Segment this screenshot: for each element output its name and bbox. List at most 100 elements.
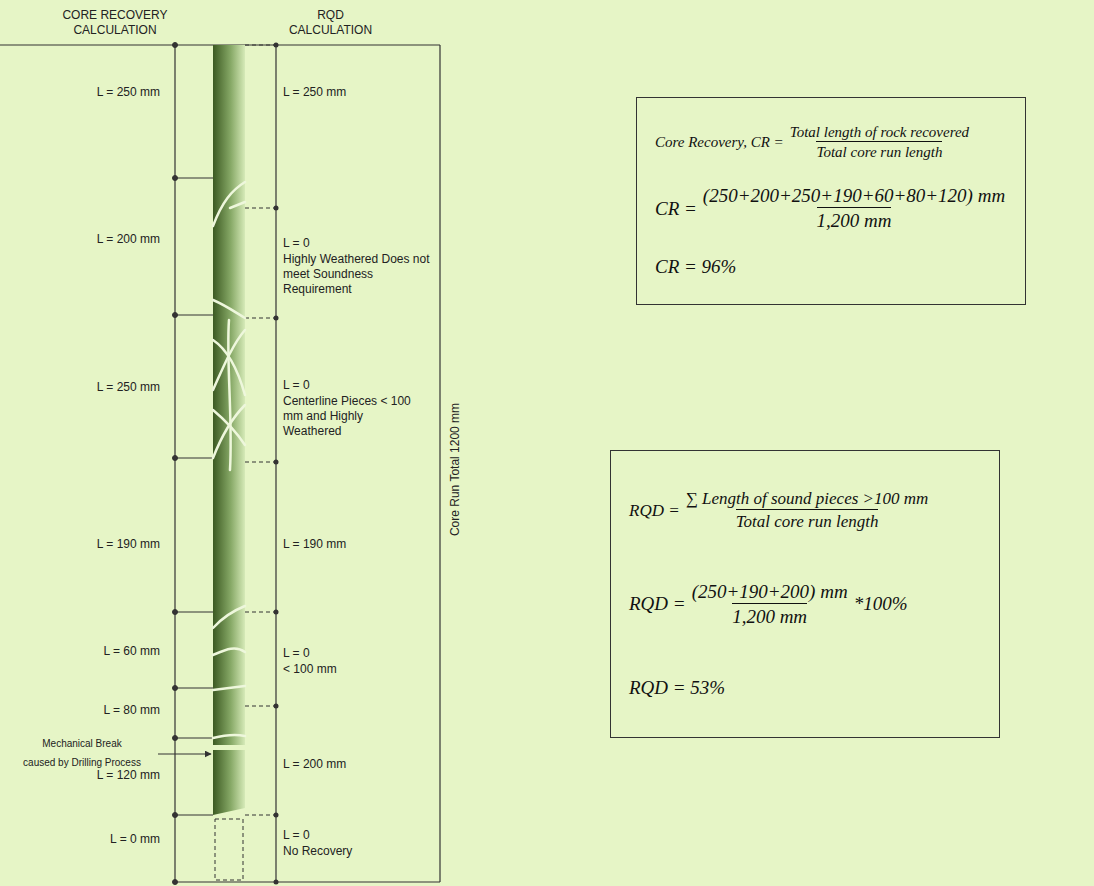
fracture	[228, 320, 231, 470]
formula-row: CR = (250+200+250+190+60+80+120) mm1,200 …	[655, 185, 1007, 232]
fracture	[213, 606, 245, 628]
tick	[175, 315, 213, 316]
formula-row: RQD = (250+190+200) mm1,200 mm *100%	[629, 581, 981, 628]
tick	[175, 178, 213, 179]
fraction: (250+190+200) mm1,200 mm	[692, 581, 848, 628]
formula-row: CR = 96%	[655, 256, 1007, 278]
formula-text: Total core run length	[816, 141, 942, 161]
fracture	[213, 300, 245, 318]
tick	[175, 612, 213, 613]
dot	[173, 686, 178, 691]
segment-label: L = 0	[283, 236, 433, 251]
dot	[274, 704, 279, 709]
formula-text: *100%	[854, 593, 908, 615]
dot	[173, 43, 178, 48]
formula-text: RQD =	[629, 501, 680, 521]
dot	[274, 880, 279, 885]
dot	[274, 206, 279, 211]
segment-label: L = 250 mm	[20, 380, 160, 395]
segment-label: Centerline Pieces < 100 mm and Highly We…	[283, 394, 418, 439]
segment-label: No Recovery	[283, 844, 433, 859]
tick	[245, 706, 276, 707]
segment-label: L = 0	[283, 646, 433, 661]
tick	[245, 462, 276, 463]
frame-lines	[0, 45, 440, 882]
bottom-line	[175, 881, 440, 882]
formula-text: CR =	[655, 198, 697, 220]
segment-label: L = 200 mm	[283, 757, 433, 772]
tick	[245, 815, 276, 816]
segment-label: L = 200 mm	[20, 232, 160, 247]
rock-core	[212, 45, 246, 880]
formula-text: RQD =	[629, 593, 686, 615]
formula-row: RQD = 53%	[629, 677, 981, 699]
recovery-scale-line	[174, 45, 175, 882]
dot	[173, 736, 178, 741]
column-heading: CORE RECOVERY CALCULATION	[55, 8, 175, 38]
fracture	[213, 686, 245, 690]
segment-label: L = 80 mm	[20, 703, 160, 718]
fraction: (250+200+250+190+60+80+120) mm1,200 mm	[703, 185, 1005, 232]
formula-text: Core Recovery, CR =	[655, 134, 784, 151]
segment-label: L = 190 mm	[20, 537, 160, 552]
dot	[274, 610, 279, 615]
core-body	[213, 45, 245, 815]
formula-text: (250+200+250+190+60+80+120) mm	[703, 185, 1005, 207]
formula-text: RQD = 53%	[629, 677, 725, 699]
segment-label: L = 250 mm	[20, 85, 160, 100]
dot	[274, 460, 279, 465]
fraction: ∑ Length of sound pieces >100 mmTotal co…	[686, 489, 929, 532]
dot	[173, 610, 178, 615]
mechanical-break-gap	[212, 745, 246, 750]
fracture	[213, 182, 245, 226]
break-pointer	[158, 754, 211, 755]
segment-label: L = 60 mm	[20, 644, 160, 659]
dot	[173, 456, 178, 461]
fracture	[213, 649, 245, 655]
column-heading: RQD CALCULATION	[283, 8, 378, 38]
fractures	[213, 182, 245, 738]
fracture	[230, 202, 245, 208]
tick	[175, 815, 213, 816]
segment-label: < 100 mm	[283, 662, 433, 677]
formula-box: Core Recovery, CR = Total length of rock …	[636, 97, 1026, 305]
segment-label: L = 0	[283, 378, 433, 393]
dot	[173, 813, 178, 818]
fraction: Total length of rock recoveredTotal core…	[790, 124, 969, 161]
formula-row: Core Recovery, CR = Total length of rock …	[655, 124, 1007, 161]
no-recovery-outline	[215, 819, 243, 880]
formula-text: (250+190+200) mm	[692, 581, 848, 603]
formula-text: 1,200 mm	[817, 207, 892, 232]
tick	[175, 738, 213, 739]
formula-text: Total length of rock recovered	[790, 124, 969, 141]
formula-text: ∑ Length of sound pieces >100 mm	[686, 489, 929, 509]
segment-label: Mechanical Break	[8, 738, 156, 751]
dot	[274, 316, 279, 321]
formula-text: 1,200 mm	[732, 603, 807, 628]
tick	[245, 612, 276, 613]
tick	[245, 45, 276, 46]
segment-label: L = 190 mm	[283, 537, 433, 552]
segment-label: L = 120 mm	[20, 768, 160, 783]
dot	[173, 176, 178, 181]
segment-label: L = 0	[283, 828, 433, 843]
formula-text: Total core run length	[736, 509, 879, 532]
recovery-ticks	[173, 43, 214, 885]
dot	[173, 313, 178, 318]
tick	[175, 688, 213, 689]
tick	[245, 208, 276, 209]
tick	[245, 318, 276, 319]
dimension-label: Core Run Total 1200 mm	[448, 360, 463, 580]
formula-box: RQD = ∑ Length of sound pieces >100 mmTot…	[610, 450, 1000, 738]
formula-row: RQD = ∑ Length of sound pieces >100 mmTot…	[629, 489, 981, 532]
tick	[175, 458, 213, 459]
segment-label: caused by Drilling Process	[8, 757, 156, 770]
dot	[173, 880, 178, 885]
formula-text: CR = 96%	[655, 256, 736, 278]
segment-label: L = 0 mm	[20, 832, 160, 847]
core-run-bracket	[439, 45, 440, 882]
fracture	[213, 735, 245, 738]
rqd-dots	[274, 43, 279, 885]
dot	[274, 43, 279, 48]
rqd-ticks	[245, 45, 276, 815]
